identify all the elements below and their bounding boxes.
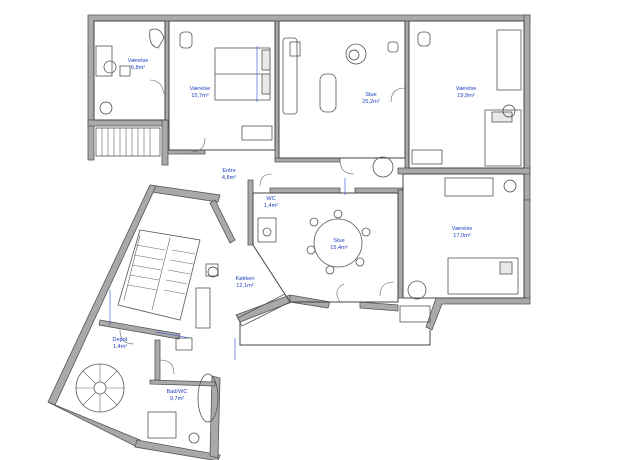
room-label-stue-1: Stue 25,2m²: [362, 92, 380, 105]
furniture-vaerelse-4: [399, 177, 519, 323]
room-label-stue-2: Stue 15,4m²: [330, 238, 348, 251]
room-label-koekken: Køkken 12,1m²: [236, 276, 255, 289]
room-name: Køkken: [236, 276, 255, 282]
room-label-vaerelse-3: Værelse 19,9m²: [456, 86, 477, 99]
room-outlines: [93, 20, 525, 346]
room-label-bad: Bad/WC 9,7m²: [167, 389, 188, 402]
room-area: 6,8m²: [131, 65, 145, 71]
room-name: Depot: [113, 337, 128, 343]
room-name: WC: [266, 196, 275, 202]
room-label-vaerelse-2: Værelse 15,7m²: [190, 86, 211, 99]
room-label-vaerelse-4: Værelse 17,0m²: [452, 226, 473, 239]
room-name: Stue: [333, 238, 345, 244]
plants: [99, 49, 517, 278]
spiral-staircase: [75, 363, 125, 413]
room-name: Værelse: [452, 226, 473, 232]
furniture-vaerelse-1: [95, 28, 165, 77]
room-name: Entre: [222, 168, 235, 174]
furniture-stue-1: [282, 37, 443, 178]
room-area: 19,9m²: [457, 93, 475, 99]
room-area: 4,8m²: [222, 175, 236, 181]
interior-walls: [98, 20, 531, 387]
staircase-top: [95, 127, 161, 157]
room-name: Bad/WC: [167, 389, 188, 395]
room-area: 17,0m²: [453, 233, 471, 239]
furniture-bad: [147, 337, 219, 444]
room-area: 9,7m²: [170, 396, 184, 402]
dimension-lines: [109, 178, 346, 360]
room-name: Værelse: [456, 86, 477, 92]
furniture-koekken: [195, 263, 291, 329]
room-area: 12,1m²: [236, 283, 254, 289]
room-name: Værelse: [190, 86, 211, 92]
staircase-tower: [117, 229, 201, 321]
room-name: Stue: [365, 92, 377, 98]
room-label-depot: Depot 1,4m²: [113, 337, 128, 350]
room-area: 15,7m²: [191, 93, 209, 99]
room-area: 15,4m²: [330, 245, 348, 251]
dining-table: [306, 209, 371, 275]
doors: [119, 79, 406, 375]
furniture-wc: [257, 217, 277, 243]
room-label-entre: Entre 4,8m²: [222, 168, 236, 181]
furniture-vaerelse-2: [179, 31, 273, 141]
room-area: 1,4m²: [113, 344, 127, 350]
room-label-wc: WC 1,4m²: [264, 196, 278, 209]
room-area: 1,4m²: [264, 203, 278, 209]
room-label-vaerelse-1: Værelse 6,8m²: [128, 58, 149, 71]
room-name: Værelse: [128, 58, 149, 64]
room-area: 25,2m²: [362, 99, 380, 105]
